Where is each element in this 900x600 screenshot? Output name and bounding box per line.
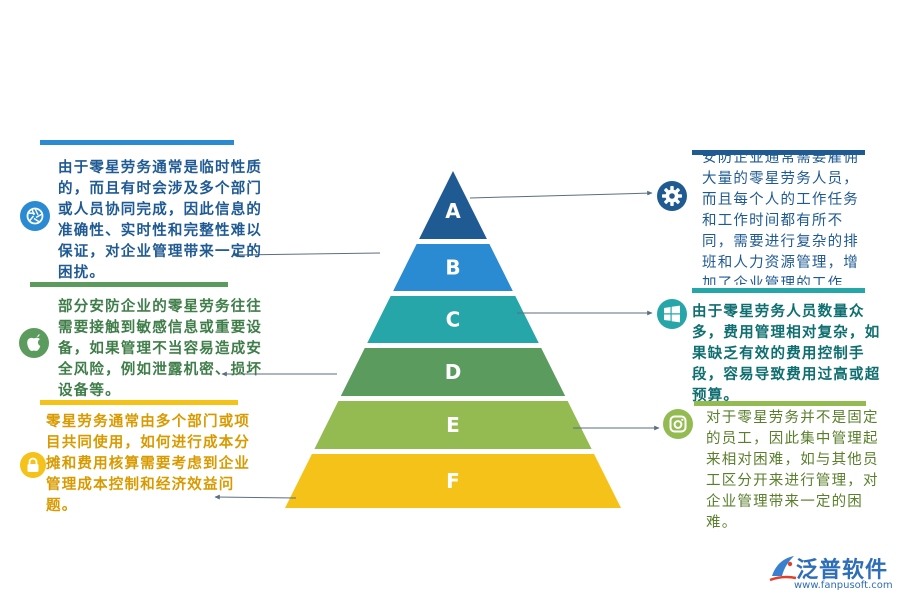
gear-icon [657,181,687,211]
pyramid-label-c: C [446,308,461,332]
apple-icon [19,328,49,358]
pyramid-level-b [393,244,513,291]
instagram-icon [663,409,693,439]
pyramid-label-b: B [445,256,460,280]
pyramid-level-f [285,454,621,508]
pyramid-level-c [367,296,539,343]
pyramid-label-f: F [446,469,460,493]
bottom-right-note: 对于零星劳务并不是固定的员工，因此集中管理起来相对困难，如与其他员工区分开来进行… [706,410,879,531]
bottom-left-note: 零星劳务通常由多个部门或项目共同使用，如何进行成本分摊和费用核算需要考虑到企业管… [46,414,251,514]
connector-a [469,190,653,199]
pyramid-level-d [340,348,566,396]
pyramid-level-e [314,401,592,449]
logo-mark-icon [769,556,797,582]
bottom-right-accent-bar [694,401,866,406]
logo-url: www.fanpusoft.com [794,580,893,591]
mid-left-note: 部分安防企业的零星劳务往往需要接触到敏感信息或重要设备，如果管理不当容易造成安全… [58,299,263,399]
pyramid-label-a: A [445,199,461,223]
connector-b [232,252,381,258]
top-left-note: 由于零星劳务通常是临时性质的，而且有时会涉及多个部门或人员协同完成，因此信息的准… [58,160,263,281]
lock-icon [20,452,46,478]
mid-right-accent-bar [692,288,865,293]
top-right-accent-bar [692,150,865,155]
logo-brand-name: 泛普软件 [796,558,889,583]
pyramid-level-a [419,171,487,239]
top-right-note: 安防企业通常需要雇佣大量的零星劳务人员，而且每个人的工作任务和工作时间都有所不同… [702,155,859,285]
connector-f [214,494,297,500]
top-right-note-clip: 安防企业通常需要雇佣大量的零星劳务人员，而且每个人的工作任务和工作时间都有所不同… [694,155,870,285]
mid-left-accent-bar [30,282,228,287]
aperture-icon [20,201,50,231]
brand-logo: 泛普软件 www.fanpusoft.com [768,552,894,596]
pyramid-label-d: D [445,360,462,384]
bottom-left-accent-bar [40,400,238,405]
windows-icon [657,299,687,329]
top-left-accent-bar [40,140,234,145]
mid-right-note: 由于零星劳务人员数量众多，费用管理相对复杂，如果缺乏有效的费用控制手段，容易导致… [692,304,881,404]
pyramid-label-e: E [446,413,460,437]
